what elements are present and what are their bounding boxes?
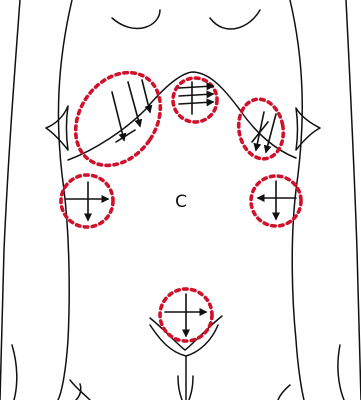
lower-center-site [160, 289, 212, 341]
arrows-right-icon [179, 82, 213, 114]
cross-arrows-icon [66, 182, 108, 220]
arrows-down-icon [252, 112, 276, 152]
mid-right-site [251, 176, 301, 226]
upper-center-site [173, 78, 217, 122]
upper-center-marker-ring [173, 78, 217, 122]
upper-left-site [58, 56, 178, 182]
upper-right-site [234, 96, 288, 163]
cross-arrows-icon [258, 181, 296, 219]
center-label: C [175, 192, 187, 212]
mid-left-site [61, 175, 113, 227]
mid-left-marker-ring [61, 175, 113, 227]
cross-arrows-icon [165, 294, 206, 336]
